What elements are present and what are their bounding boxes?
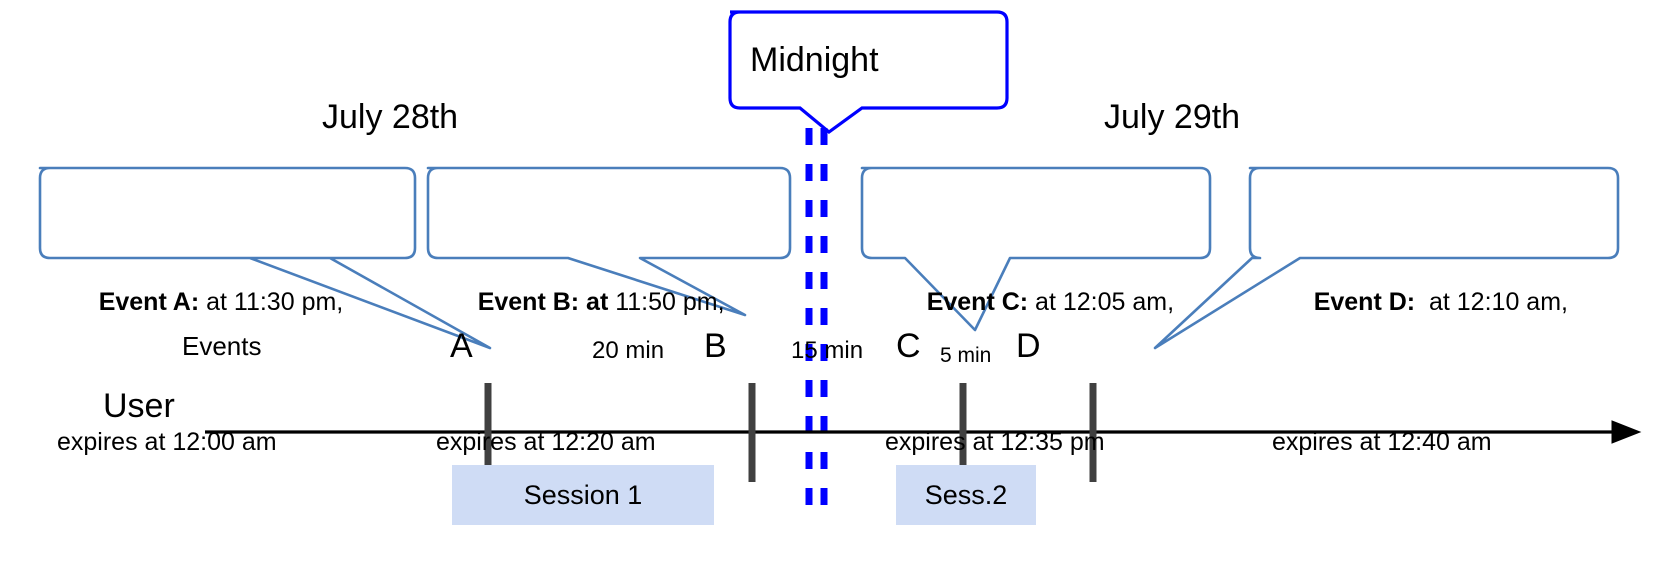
midnight-label: Midnight <box>750 41 879 79</box>
midnight-callout-shape <box>728 10 1009 135</box>
event-a-callout-shape <box>38 166 492 350</box>
event-d-line-2: expires at 12:40 am <box>1272 428 1492 456</box>
row-label-events: Events <box>182 331 262 361</box>
interval-label-c-d: 5 min <box>940 344 992 367</box>
event-d-title: Event D: <box>1313 288 1416 316</box>
event-letter-c: C <box>896 327 921 365</box>
event-b-callout-shape <box>426 166 792 317</box>
event-c-start: at 12:05 am, <box>1028 288 1175 316</box>
event-c-title: Event C: <box>926 288 1029 316</box>
event-b-start: 11:50 pm, <box>608 288 725 316</box>
event-a-callout-text: Event A: at 11:30 pm, expires at 12:00 a… <box>57 180 343 530</box>
event-letter-d: D <box>1016 327 1041 365</box>
event-c-callout-text: Event C: at 12:05 am, expires at 12:35 p… <box>885 180 1174 530</box>
event-letter-b: B <box>704 327 727 365</box>
event-d-start: at 12:10 am, <box>1415 288 1568 316</box>
date-label-july-29: July 29th <box>1104 98 1241 136</box>
event-letter-a: A <box>450 327 473 365</box>
event-c-line-1: Event C: at 12:05 am, <box>885 250 1174 355</box>
event-b-line-2: expires at 12:20 am <box>436 428 656 456</box>
event-b-title: Event B: at <box>477 288 609 316</box>
session-box-2: Sess.2 <box>896 465 1036 525</box>
event-d-line-1: Event D: at 12:10 am, <box>1272 250 1568 355</box>
event-d-callout-text: Event D: at 12:10 am, expires at 12:40 a… <box>1272 180 1568 530</box>
interval-label-a-b: 20 min <box>592 337 665 364</box>
event-b-line-1: Event B: at 11:50 pm, <box>436 250 725 355</box>
session-box-1: Session 1 <box>452 465 714 525</box>
event-b-callout-text: Event B: at 11:50 pm, expires at 12:20 a… <box>436 180 725 530</box>
event-a-title: Event A: <box>98 288 200 316</box>
session-2-label: Sess.2 <box>924 479 1008 510</box>
session-1-label: Session 1 <box>523 479 643 510</box>
event-a-line-2: expires at 12:00 am <box>57 428 277 456</box>
date-label-july-28: July 28th <box>322 98 459 136</box>
event-a-line-1: Event A: at 11:30 pm, <box>57 250 344 355</box>
event-a-start: at 11:30 pm, <box>199 288 344 316</box>
event-d-callout-shape <box>1153 166 1620 350</box>
row-label-user: User <box>103 387 175 425</box>
event-c-callout-shape <box>860 166 1212 332</box>
interval-label-b-c: 15 min <box>791 337 864 364</box>
timeline-axis-arrowhead <box>1611 420 1642 444</box>
event-c-line-2: expires at 12:35 pm <box>885 428 1105 456</box>
